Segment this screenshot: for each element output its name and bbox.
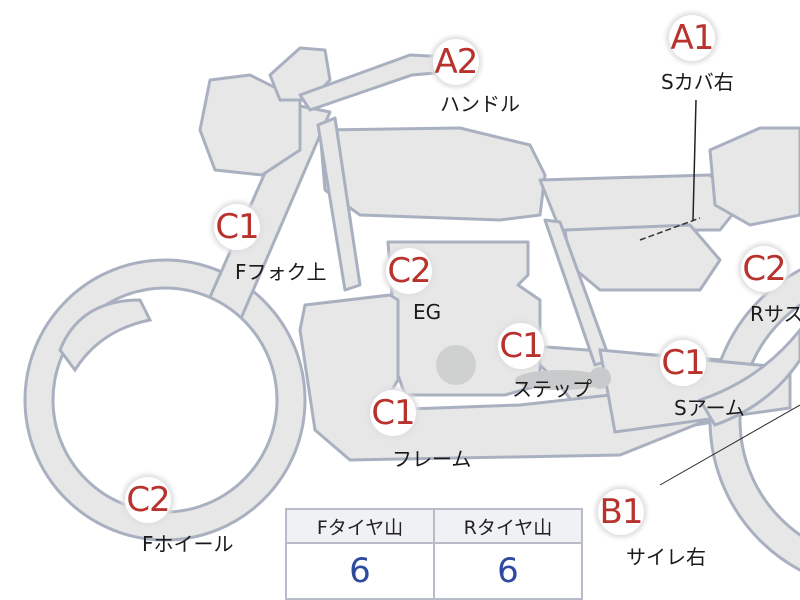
headlight-shape <box>198 73 302 177</box>
side-cover-shape <box>563 223 722 292</box>
rear-tire-value: 6 <box>433 542 583 600</box>
grade-badge-side-cover: A1 <box>669 15 715 61</box>
scratch-mark <box>639 217 701 241</box>
grade-badge-step: C1 <box>498 323 544 369</box>
seat-shape <box>538 173 742 232</box>
part-label-front-wheel: Fホイール <box>142 532 234 556</box>
grade-badge-rear-suspension: C2 <box>741 246 787 292</box>
part-label-handlebar: ハンドル <box>440 92 520 116</box>
meter-shape <box>268 46 332 102</box>
part-label-side-cover: Sカバ右 <box>661 70 734 94</box>
grade-badge-swingarm: C1 <box>660 340 706 386</box>
grade-badge-front-fork: C1 <box>214 204 260 250</box>
grade-badge-handlebar: A2 <box>433 39 479 85</box>
grade-badge-front-wheel: C2 <box>125 477 171 523</box>
part-label-muffler: サイレ右 <box>626 545 706 569</box>
step-shape <box>515 370 605 390</box>
front-tire-header: Fタイヤ山 <box>285 508 435 544</box>
tank-shape <box>318 126 547 222</box>
part-label-frame: フレーム <box>392 447 472 471</box>
rear-tire-header: Rタイヤ山 <box>433 508 583 544</box>
tire-tread-table: Fタイヤ山 Rタイヤ山 6 6 <box>285 508 583 600</box>
tail-shape <box>708 126 800 227</box>
part-label-swingarm: Sアーム <box>674 396 745 420</box>
tire-tread-header-row: Fタイヤ山 Rタイヤ山 <box>285 508 583 544</box>
grade-badge-muffler: B1 <box>598 489 644 535</box>
part-label-front-fork: Fフォク上 <box>235 260 327 284</box>
frame-tube-shape <box>316 116 362 292</box>
leader-line-muffler <box>659 404 800 486</box>
front-tire-value: 6 <box>285 542 435 600</box>
part-label-step: ステップ <box>512 377 592 401</box>
tire-tread-value-row: 6 6 <box>285 542 583 600</box>
part-label-rear-suspension: Rサス <box>750 302 800 326</box>
grade-badge-frame: C1 <box>370 390 416 436</box>
grade-badge-engine: C2 <box>386 248 432 294</box>
engine-case-shape <box>436 345 476 385</box>
part-label-engine: EG <box>413 300 442 324</box>
leader-line-side-cover <box>692 99 697 221</box>
